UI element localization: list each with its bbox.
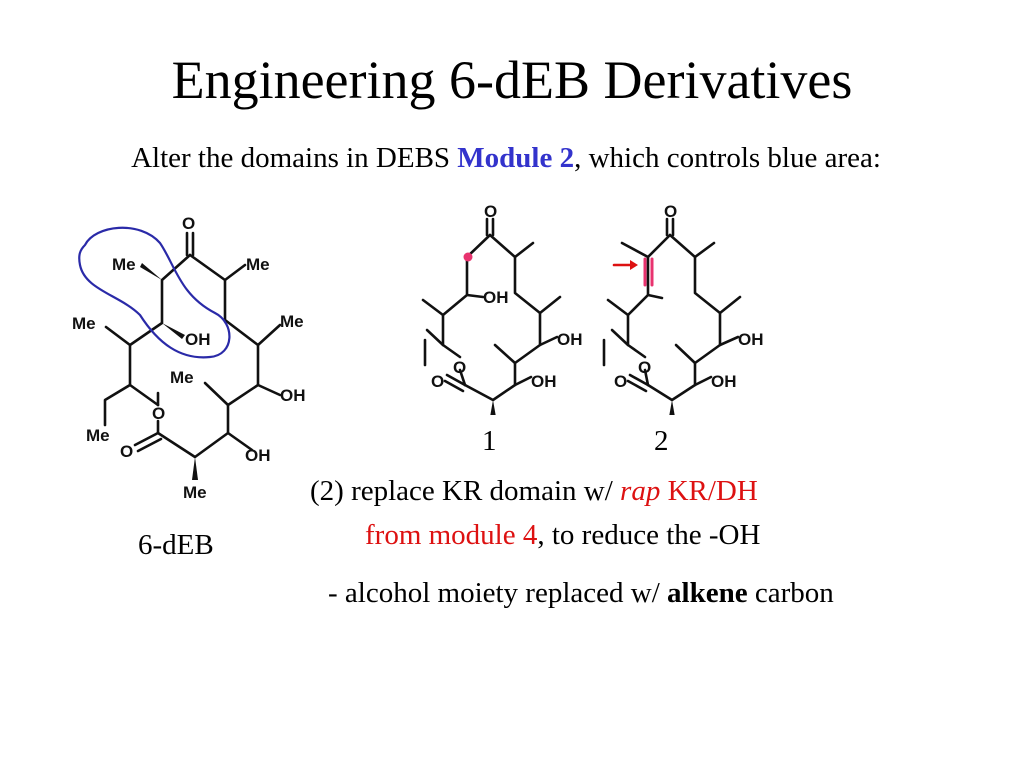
compound-2-caption: 2 [654, 425, 669, 457]
c2-hash-d [646, 293, 664, 300]
compound-1-caption: 1 [482, 425, 497, 457]
deb-hash-oh3 [226, 431, 254, 452]
c1-wedge-methyl [490, 400, 496, 415]
c2-hash-b [606, 298, 630, 317]
c2-hash-c [718, 295, 742, 315]
c2-oh-1: OH [738, 330, 764, 349]
c2-hash-e [718, 335, 740, 347]
c1-oh-3: OH [531, 372, 557, 391]
bullet-line: - alcohol moiety replaced w/ alkene carb… [328, 576, 834, 610]
c2-methyl-top [620, 241, 650, 259]
c1-hash-h [513, 375, 533, 387]
compound-2-structure: O OH O O OH [602, 205, 764, 415]
deb-me-2: Me [246, 255, 270, 274]
c1-pink-marker [463, 252, 473, 262]
c1-hash-d [465, 293, 485, 299]
c2-red-arrow-head [630, 260, 638, 270]
deb-wedge-me6 [192, 457, 198, 480]
deb-wedge-me1 [140, 263, 162, 280]
c1-ring-left [441, 233, 492, 359]
c2-hash-f [674, 343, 697, 365]
c1-hash-g [425, 328, 445, 347]
c1-o-carbonyl: O [431, 372, 444, 391]
subtitle-suffix: , which controls blue area: [574, 142, 881, 174]
c1-hash-a [513, 241, 535, 259]
deb-hash-me5 [203, 381, 230, 407]
step-module: from module 4 [365, 519, 538, 551]
c2-o-top: O [664, 205, 677, 221]
c1-o-top: O [484, 205, 497, 221]
subtitle-prefix: Alter the domains in DEBS [131, 142, 458, 174]
c2-o-carbonyl: O [614, 372, 627, 391]
c2-wedge-methyl [669, 400, 675, 415]
deb-ester-carbonyl-a [133, 431, 160, 447]
deb-o-carbonyl: O [120, 442, 133, 461]
c1-hash-e [538, 335, 559, 347]
bullet-suffix: carbon [747, 577, 834, 609]
step-line-1: (2) replace KR domain w/ rap KR/DH [310, 474, 758, 508]
deb-hash-me3 [104, 325, 132, 347]
deb-ring-top-right [156, 253, 260, 459]
deb-oh-3: OH [245, 446, 271, 465]
bullet-prefix: - alcohol moiety replaced w/ [328, 577, 668, 609]
c2-hash-h [693, 375, 713, 387]
slide-subtitle: Alter the domains in DEBS Module 2, whic… [0, 138, 1012, 178]
c2-ring-right [646, 233, 722, 402]
c2-o-ring: O [638, 358, 651, 377]
c1-ester-carbonyl-a [445, 373, 467, 387]
deb-ethyl-chain [103, 383, 132, 427]
deb-oh-1: OH [185, 330, 211, 349]
step-krdh: KR/DH [660, 475, 758, 507]
deb-hash-me2 [223, 263, 247, 282]
c2-ester-carbonyl-a [628, 373, 650, 387]
compound-1-structure: O OH OH O O OH [421, 205, 583, 415]
c1-oh-1: OH [483, 288, 509, 307]
module-2-outline [78, 226, 231, 359]
deb-hash-oh2 [256, 383, 282, 397]
c1-ester-bond [458, 368, 467, 387]
c1-ring-right [463, 233, 542, 402]
c1-o-ring: O [453, 358, 466, 377]
deb-oh-2: OH [280, 386, 306, 405]
deb-me-4: Me [280, 312, 304, 331]
c2-ester-bond [643, 368, 650, 387]
slide-title: Engineering 6-dEB Derivatives [171, 50, 853, 110]
deb-ester-carbonyl-b [136, 437, 163, 453]
c1-ester-carbonyl-b [443, 379, 465, 393]
deb-me-1: Me [112, 255, 136, 274]
step-suffix: , to reduce the -OH [537, 519, 761, 551]
c2-ester-carbonyl-b [626, 379, 648, 393]
deb-wedge-oh1 [162, 323, 185, 339]
deb-ring-top-left [128, 253, 192, 407]
deb-caption: 6-dEB [138, 529, 214, 561]
deb-me-3: Me [72, 314, 96, 333]
c1-hash-c [538, 295, 562, 315]
deb-me-6: Me [183, 483, 207, 502]
c1-oh-2: OH [557, 330, 583, 349]
deb-o-top: O [182, 214, 195, 233]
c2-oh-2: OH [711, 372, 737, 391]
c1-hash-b [421, 298, 445, 317]
step-prefix: (2) replace KR domain w/ [310, 475, 621, 507]
step-line-2: from module 4, to reduce the -OH [365, 518, 760, 552]
c2-hash-g [610, 328, 630, 347]
c1-hash-f [493, 343, 517, 365]
step-rap: rap [620, 475, 661, 507]
6-deb-structure: O Me Me Me OH Me Me OH O Me O OH Me [72, 214, 306, 502]
module-2-highlight: Module 2 [457, 142, 575, 174]
deb-me-7: Me [86, 426, 110, 445]
deb-o-ring: O [152, 404, 165, 423]
deb-hash-me4 [256, 323, 282, 347]
bullet-alkene: alkene [667, 577, 748, 609]
c2-ring-left [626, 233, 672, 359]
deb-me-5: Me [170, 368, 194, 387]
c2-hash-a [693, 241, 716, 259]
